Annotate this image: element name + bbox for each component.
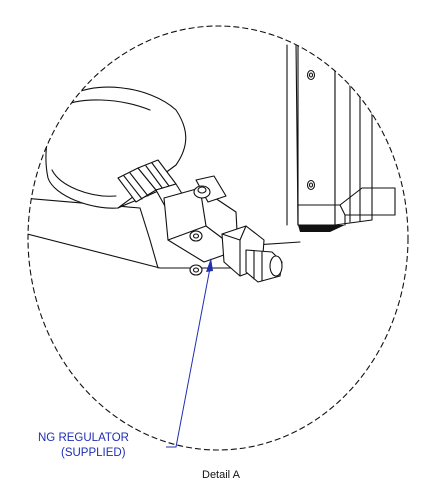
leader-line [166,258,213,448]
outlet-fitting [245,249,283,283]
mount-screw [189,264,203,276]
machine-detail [28,26,396,283]
callout-label-line1: NG REGULATOR [38,432,129,444]
detail-circle [27,25,409,451]
callout-label-line2: (SUPPLIED) [61,447,126,459]
detail-caption: Detail A [202,469,241,481]
regulator-body [163,175,265,277]
screw-upper [306,69,316,81]
adjust-screw [189,230,203,242]
cabinet-panel [257,26,396,232]
screw-lower [306,179,316,191]
leader-arrowhead [206,258,213,272]
